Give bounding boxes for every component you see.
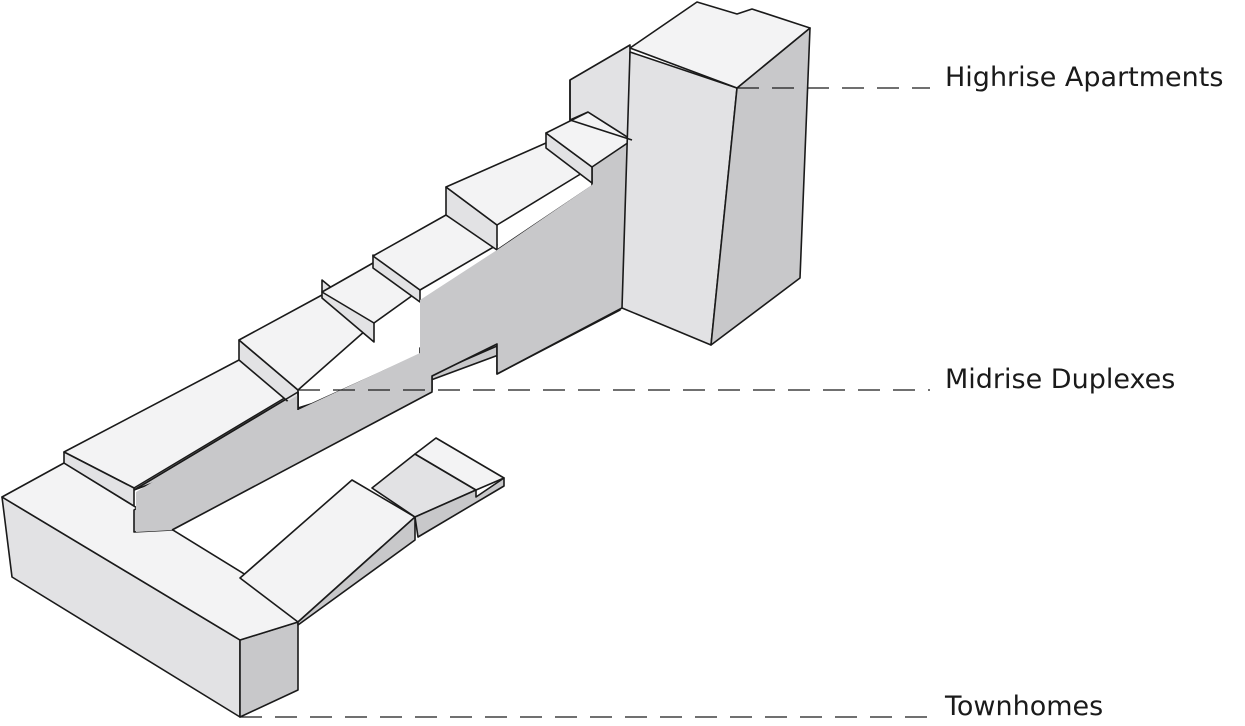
highrise-label: Highrise Apartments (945, 62, 1224, 93)
midrise-label: Midrise Duplexes (945, 364, 1176, 395)
midrise-side-fill (136, 142, 632, 532)
midrise-bottom-outline (171, 307, 623, 531)
townhomes-label: Townhomes (945, 691, 1104, 722)
townhomes-block (1, 437, 505, 718)
midrise-side-outline (133, 391, 299, 491)
midrise-front-1 (63, 451, 135, 507)
midrise-block (63, 111, 633, 533)
highrise-back-edge (569, 80, 633, 141)
townhomes-arm-side (297, 516, 416, 626)
townhomes-arm-end (414, 477, 505, 538)
highrise-block (569, 1, 811, 346)
